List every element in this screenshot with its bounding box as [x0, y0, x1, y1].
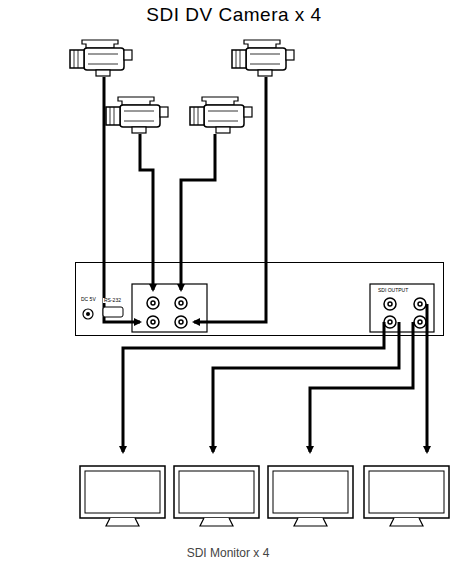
port-label: RS-232	[103, 298, 122, 303]
sdi-cable	[104, 77, 266, 322]
sdi-cable	[123, 304, 427, 452]
input-panel	[132, 284, 207, 332]
port-label: DC 5V	[80, 297, 97, 302]
output-panel	[370, 284, 434, 332]
diagram-caption: SDI Monitor x 4	[0, 546, 456, 560]
port-label: SDI OUTPUT	[377, 288, 409, 293]
serial-port	[103, 307, 123, 317]
power-jack	[86, 312, 90, 316]
power-jack	[83, 309, 93, 319]
device-box: DC 5V RS-232 SDI OUTPUT	[75, 262, 444, 336]
diagram-title: SDI DV Camera x 4	[0, 4, 468, 26]
